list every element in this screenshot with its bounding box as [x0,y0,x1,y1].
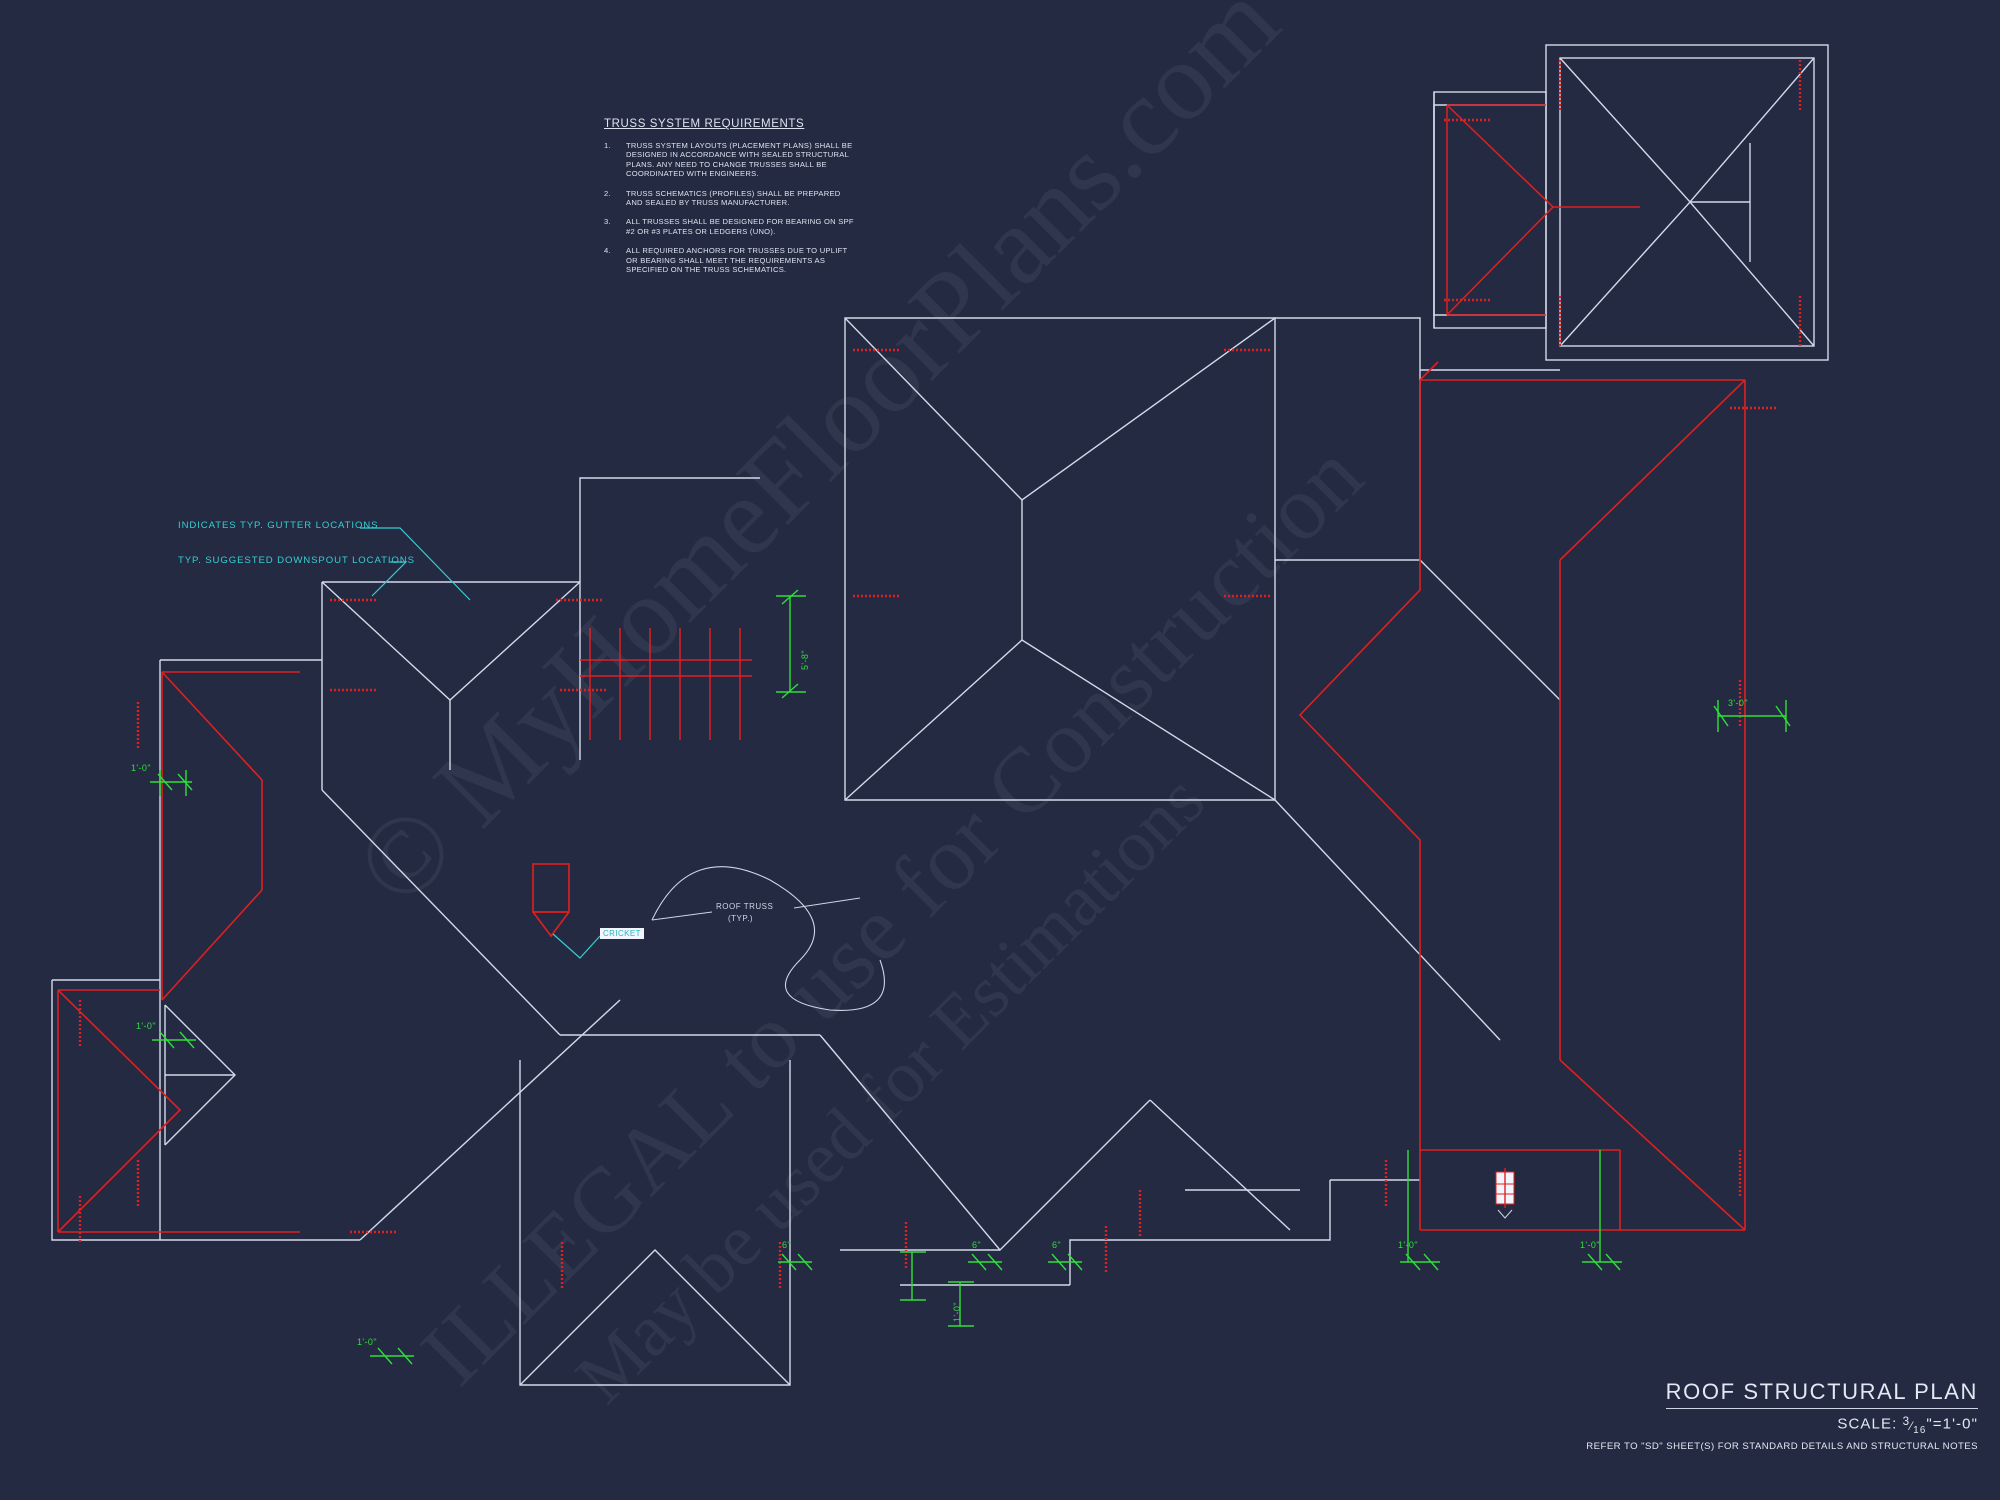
dimension-text: 6" [972,1240,982,1250]
truss-ladder [580,628,752,740]
dimension-marks [150,589,1791,1365]
truss-note-item: 2. TRUSS SCHEMATICS (PROFILES) SHALL BE … [604,189,854,208]
dimension-text: 1'-0" [357,1337,377,1347]
dimension-text: 1'-0" [131,763,151,773]
dimension-text: 1'-0" [952,1302,962,1322]
page-title: ROOF STRUCTURAL PLAN [1665,1379,1978,1409]
truss-note-number: 1. [604,141,611,150]
roof-truss-sub-label: (TYP.) [728,914,754,923]
dimension-text: 6" [1052,1240,1062,1250]
truss-note-item: 4. ALL REQUIRED ANCHORS FOR TRUSSES DUE … [604,246,854,274]
dimension-text: 1'-0" [1398,1240,1418,1250]
truss-note-body: TRUSS SYSTEM LAYOUTS (PLACEMENT PLANS) S… [626,141,853,179]
scale-denominator: 16 [1913,1425,1927,1436]
truss-note-item: 3. ALL TRUSSES SHALL BE DESIGNED FOR BEA… [604,217,854,236]
truss-note-body: ALL REQUIRED ANCHORS FOR TRUSSES DUE TO … [626,246,848,275]
truss-notes-block: TRUSS SYSTEM REQUIREMENTS 1. TRUSS SYSTE… [604,118,854,284]
dimension-text: 1'-0" [136,1021,156,1031]
annotation-leaders [360,527,601,959]
dimension-text: 1'-0" [1580,1240,1600,1250]
scale-suffix: "=1'-0" [1926,1415,1978,1433]
dimension-text: 5'-8" [800,650,810,670]
truss-notes-title: TRUSS SYSTEM REQUIREMENTS [604,118,805,130]
truss-note-number: 3. [604,217,611,227]
truss-note-body: ALL TRUSSES SHALL BE DESIGNED FOR BEARIN… [626,217,854,236]
truss-note-number: 2. [604,188,611,198]
roof-truss-label: ROOF TRUSS [716,902,774,911]
truss-note-number: 4. [604,246,611,256]
truss-note-item: 1. TRUSS SYSTEM LAYOUTS (PLACEMENT PLANS… [604,141,854,179]
detail-symbol [1495,1168,1515,1219]
scale-prefix: SCALE: [1837,1415,1903,1433]
scale-numerator: 3 [1902,1414,1911,1428]
title-block: ROOF STRUCTURAL PLAN SCALE: 3⁄16"=1'-0" … [1586,1379,1978,1452]
dimension-text: 3'-0" [1728,698,1748,708]
reference-note: REFER TO "SD" SHEET(S) FOR STANDARD DETA… [1586,1441,1978,1452]
roof-truss-leader [651,866,885,1011]
downspout-annotation-label: TYP. SUGGESTED DOWNSPOUT LOCATIONS [178,555,415,566]
truss-note-body: TRUSS SCHEMATICS (PROFILES) SHALL BE PRE… [626,188,841,208]
cricket-label[interactable]: CRICKET [600,928,644,939]
cricket-symbol [532,863,570,938]
gutter-annotation-label: INDICATES TYP. GUTTER LOCATIONS [178,520,379,531]
dimension-text: 6" [782,1240,792,1250]
scale-label: SCALE: 3⁄16"=1'-0" [1837,1414,1978,1436]
